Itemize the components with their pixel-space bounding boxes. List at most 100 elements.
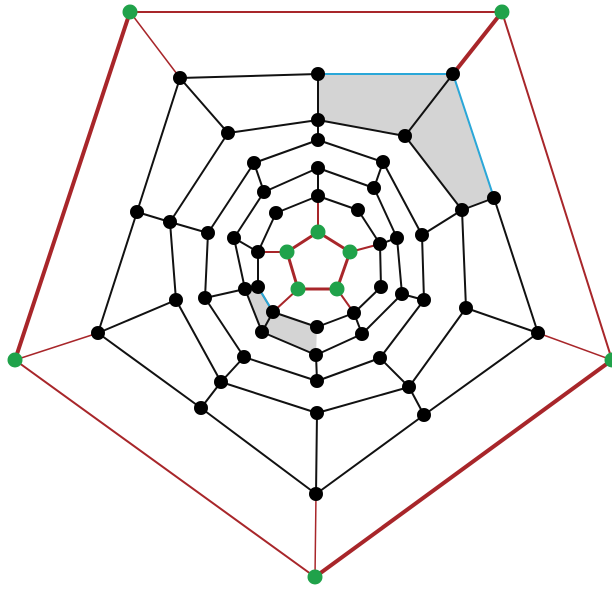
graph-edge	[179, 77, 229, 134]
graph-edge	[493, 197, 539, 334]
graph-edge	[423, 332, 539, 416]
black-vertex	[201, 226, 215, 240]
graph-edge	[461, 209, 467, 309]
green-vertex	[279, 244, 295, 260]
graph-edge	[14, 332, 99, 361]
graph-edge	[404, 135, 463, 211]
black-vertex	[251, 280, 265, 294]
graph-edge	[14, 359, 316, 578]
graph-edge	[313, 358, 612, 579]
black-vertex	[355, 327, 369, 341]
black-vertex	[415, 228, 429, 242]
black-vertex	[376, 155, 390, 169]
graph-edge	[227, 119, 319, 134]
graph-edge	[315, 412, 318, 495]
black-vertex	[373, 351, 387, 365]
graph-edge	[261, 331, 317, 356]
black-vertex	[310, 320, 324, 334]
graph-edge	[97, 299, 177, 334]
graph-edge	[317, 167, 375, 189]
black-vertex	[367, 181, 381, 195]
graph-edge	[243, 356, 318, 382]
graph-edge	[315, 414, 425, 495]
graph-nodes	[7, 4, 612, 585]
graph-edge	[129, 11, 181, 79]
black-vertex	[310, 406, 324, 420]
black-vertex	[398, 129, 412, 143]
graph-edge	[257, 212, 277, 253]
black-vertex	[311, 133, 325, 147]
black-vertex	[417, 293, 431, 307]
green-vertex	[290, 281, 306, 297]
green-vertex	[310, 224, 326, 240]
black-vertex	[395, 287, 409, 301]
black-vertex	[221, 126, 235, 140]
graph-edge	[263, 167, 319, 193]
graph-edge	[275, 195, 319, 214]
green-vertex	[122, 4, 138, 20]
black-vertex	[309, 487, 323, 501]
graph-edge	[317, 119, 406, 137]
graph-edge	[408, 307, 467, 388]
graph-edge	[244, 288, 263, 333]
black-vertex	[417, 408, 431, 422]
graph-edge	[315, 333, 363, 356]
black-vertex	[309, 348, 323, 362]
graph-edge	[169, 132, 229, 223]
graph-edge	[451, 10, 504, 76]
graph-edge	[272, 311, 318, 328]
graph-edge	[97, 332, 202, 409]
black-vertex	[459, 301, 473, 315]
shaded-faces	[245, 74, 494, 355]
graph-edge	[200, 407, 317, 495]
graph-edge	[233, 191, 265, 239]
graph-edge	[136, 77, 181, 213]
graph-edge	[396, 237, 403, 295]
black-vertex	[91, 326, 105, 340]
black-vertex	[311, 113, 325, 127]
black-vertex	[173, 71, 187, 85]
graph-edge	[314, 493, 317, 578]
graph-edge	[175, 299, 222, 383]
black-vertex	[266, 305, 280, 319]
graph-edge	[13, 10, 132, 362]
black-vertex	[251, 245, 265, 259]
black-vertex	[487, 191, 501, 205]
black-vertex	[373, 237, 387, 251]
black-vertex	[311, 161, 325, 175]
green-vertex	[342, 244, 358, 260]
green-vertex	[494, 4, 510, 20]
black-vertex	[238, 282, 252, 296]
graph-edge	[421, 234, 425, 301]
graph-edge	[169, 221, 177, 301]
black-vertex	[257, 185, 271, 199]
black-vertex	[351, 203, 365, 217]
black-vertex	[214, 375, 228, 389]
black-vertex	[390, 231, 404, 245]
green-vertex	[307, 569, 323, 585]
black-vertex	[374, 280, 388, 294]
graph-edge	[207, 162, 255, 234]
graph-edge	[379, 243, 382, 288]
black-vertex	[247, 156, 261, 170]
graph-edge	[233, 237, 246, 290]
black-vertex	[227, 231, 241, 245]
black-vertex	[163, 215, 177, 229]
graph-edge	[379, 299, 425, 359]
green-vertex	[604, 352, 612, 368]
black-vertex	[269, 206, 283, 220]
black-vertex	[531, 326, 545, 340]
graph-edge	[452, 73, 495, 199]
black-vertex	[402, 380, 416, 394]
graph-edge	[361, 293, 403, 335]
graph-edge	[501, 11, 612, 361]
graph-edge	[317, 195, 359, 211]
black-vertex	[194, 401, 208, 415]
black-vertex	[169, 293, 183, 307]
graph-edge	[316, 386, 410, 414]
graph-edge	[404, 73, 454, 137]
black-vertex	[130, 205, 144, 219]
black-vertex	[311, 189, 325, 203]
green-vertex	[329, 281, 345, 297]
